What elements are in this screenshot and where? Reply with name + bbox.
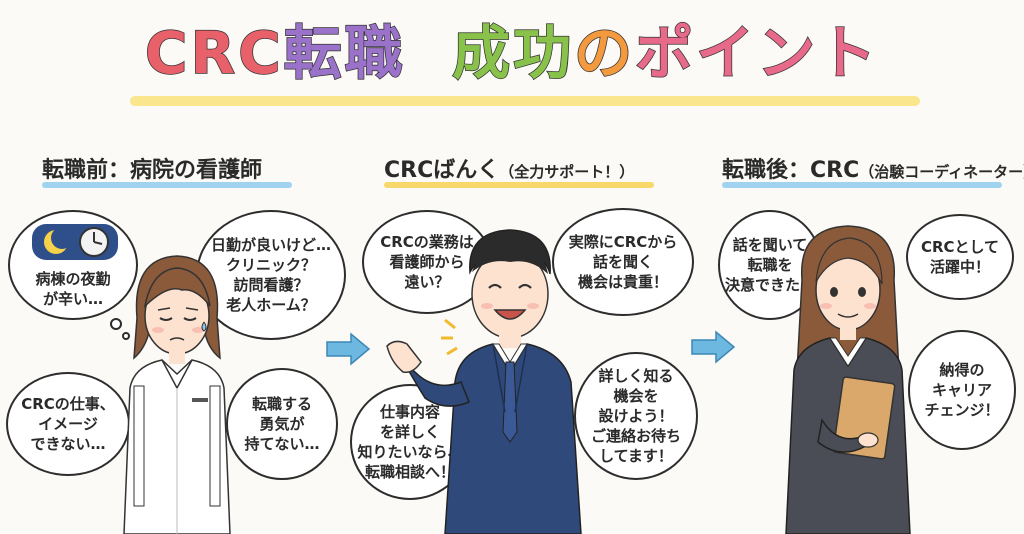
night-icon <box>32 222 118 262</box>
speech-bubble-valuable: 実際にCRCから 話を聞く 機会は貴重！ <box>552 208 694 316</box>
speech-bubble-day-shift: 日勤が良いけど… クリニック？ 訪問看護？ 老人ホーム？ <box>196 210 346 340</box>
bubble-text-night-shift: 病棟の夜勤 が辛い… <box>35 270 111 308</box>
thought-dot <box>122 332 130 340</box>
bubble-text-career-change: 納得の キャリア チェンジ！ <box>924 361 1000 419</box>
arrow-right-icon <box>691 330 736 364</box>
title-crc: CRC <box>144 18 284 88</box>
header-crcbank-sub: （全力サポート！） <box>499 163 635 181</box>
bubble-text-active: CRCとして 活躍中！ <box>920 238 1000 276</box>
speech-bubble-career-change: 納得の キャリア チェンジ！ <box>908 330 1016 450</box>
title-no: の <box>573 18 636 88</box>
speech-bubble-courage: 転職する 勇気が 持てない… <box>226 368 338 480</box>
column-header-before: 転職前：病院の看護師 <box>42 158 263 183</box>
bubble-text-courage: 転職する 勇気が 持てない… <box>244 395 320 453</box>
page-title: CRC転職 成功のポイント <box>0 18 1024 88</box>
column-underline-crcbank <box>384 182 654 188</box>
speech-bubble-crc-image: CRCの仕事、 イメージ できない… <box>6 372 130 476</box>
bubble-text-contact: 詳しく知る 機会を 設けよう！ ご連絡お待ち してます！ <box>590 367 681 465</box>
header-after-main: 転職後：CRC <box>722 158 860 183</box>
nurse-figure <box>123 255 231 534</box>
title-underline <box>130 96 920 106</box>
thought-dot <box>110 318 122 330</box>
bubble-text-day-shift: 日勤が良いけど… クリニック？ 訪問看護？ 老人ホーム？ <box>210 236 331 314</box>
title-tenshoku: 転職 <box>283 18 406 88</box>
speech-bubble-contact: 詳しく知る 機会を 設けよう！ ご連絡お待ち してます！ <box>574 352 698 480</box>
column-header-crcbank: CRCばんく（全力サポート！） <box>384 152 634 184</box>
header-crcbank-main: CRCばんく <box>384 158 500 183</box>
thought-bubble-night-shift: 病棟の夜勤 が辛い… <box>8 210 138 320</box>
column-underline-after <box>722 182 1002 188</box>
bubble-text-valuable: 実際にCRCから 話を聞く 機会は貴重！ <box>568 233 678 291</box>
bubble-text-crc-image: CRCの仕事、 イメージ できない… <box>21 395 115 453</box>
column-header-after: 転職後：CRC（治験コーディネーター） <box>722 152 1024 184</box>
title-seikou: 成功 <box>451 18 575 88</box>
speech-bubble-active: CRCとして 活躍中！ <box>906 214 1014 300</box>
title-point: ポイント <box>634 18 880 88</box>
advisor-figure <box>386 229 582 534</box>
column-underline-before <box>42 182 292 188</box>
arrow-right-icon <box>326 332 371 366</box>
bubble-text-crc-work: CRCの業務は 看護師から 遠い？ <box>380 233 474 291</box>
bubble-text-decided: 話を聞いて 転職を 決意できた！ <box>724 236 815 294</box>
bubble-text-consult: 仕事内容 を詳しく 知りたいなら、 転職相談へ！ <box>357 403 463 481</box>
crc-woman-figure <box>785 225 911 534</box>
header-after-sub: （治験コーディネーター） <box>859 163 1024 181</box>
